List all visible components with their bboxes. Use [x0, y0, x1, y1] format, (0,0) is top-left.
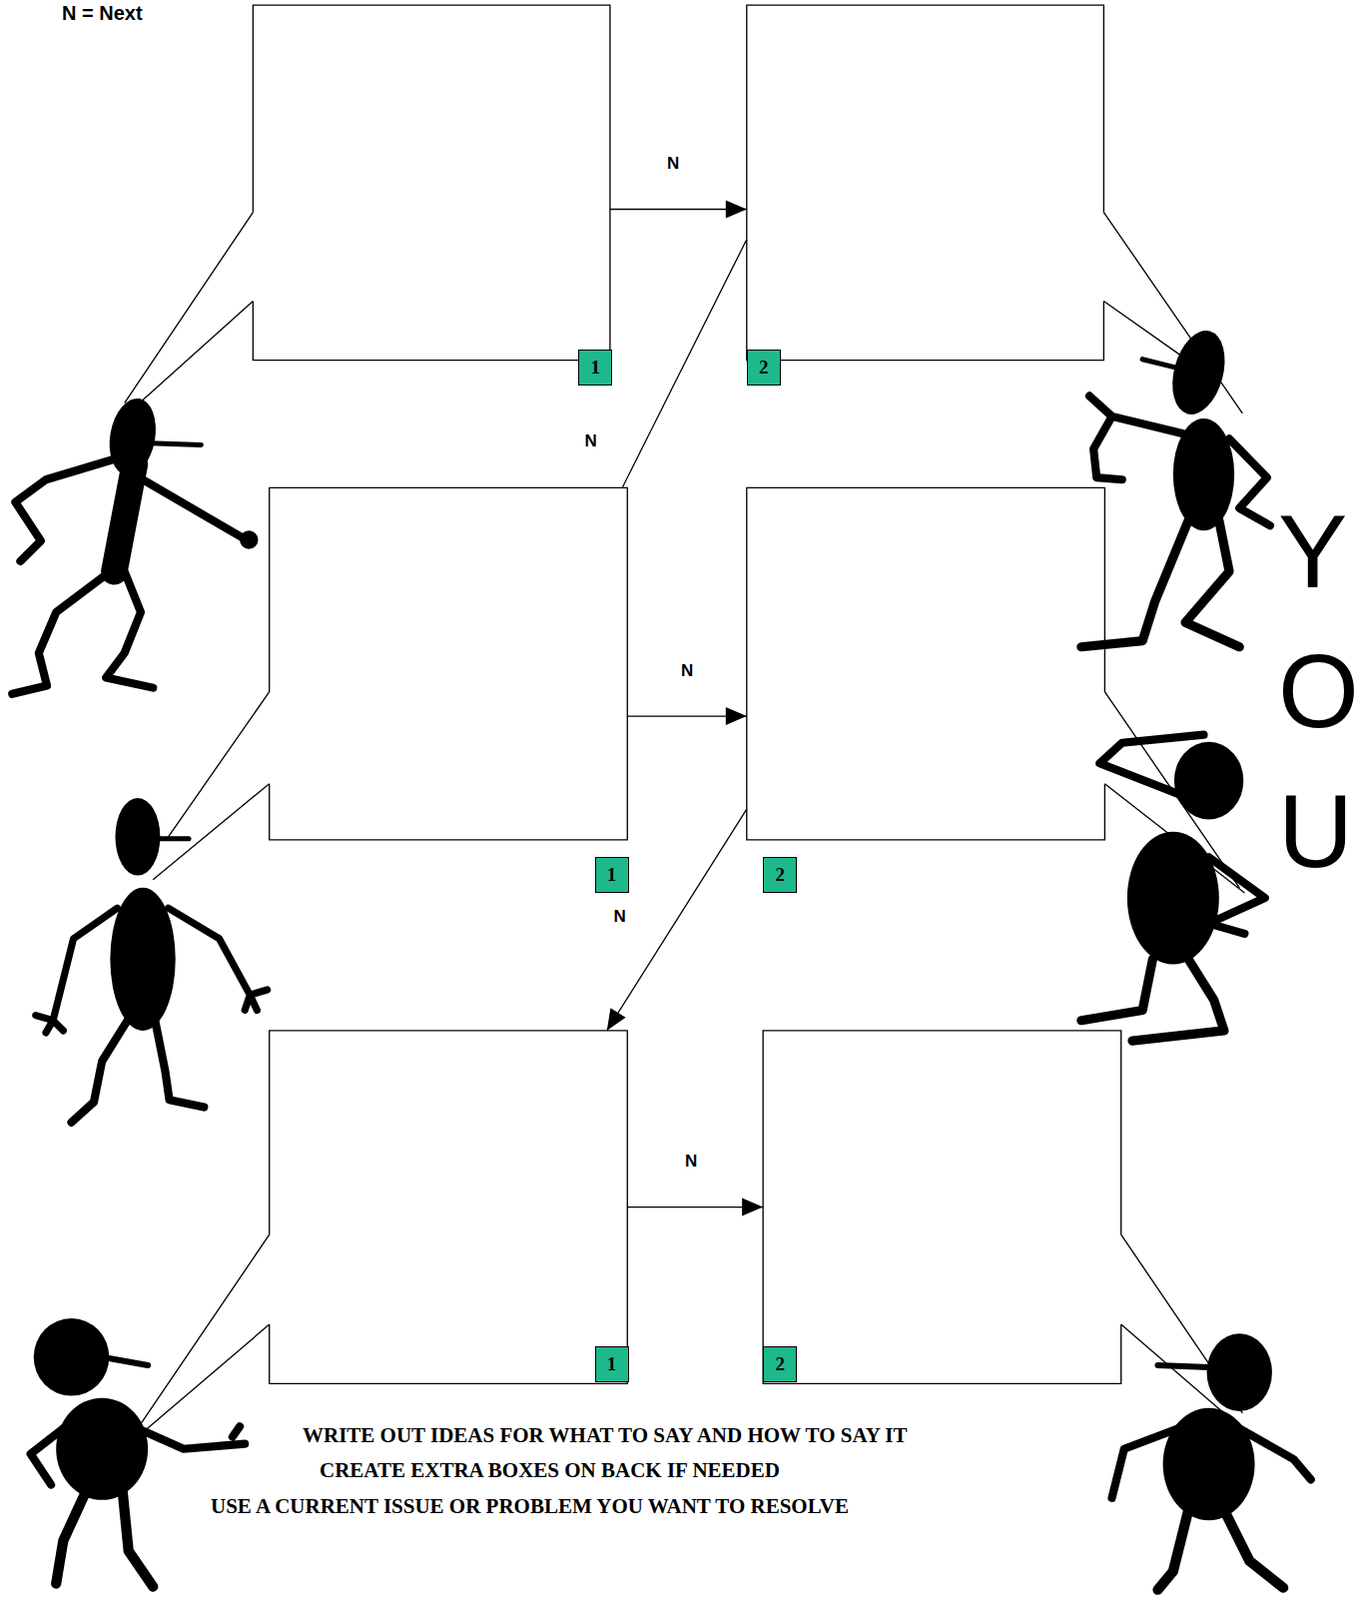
- speech-box: 2: [746, 487, 1106, 839]
- callout-number: 2: [746, 349, 781, 386]
- connector-label: N: [683, 1151, 699, 1171]
- arrowhead: [741, 1198, 763, 1217]
- next-connector: [622, 239, 747, 489]
- next-connector: [610, 200, 747, 219]
- instruction-text: USE A CURRENT ISSUE OR PROBLEM YOU WANT …: [210, 1493, 849, 1518]
- callout-number: 1: [595, 856, 630, 893]
- speech-box: 2: [746, 4, 1105, 361]
- connector-label: N: [582, 431, 599, 451]
- callout-number: 1: [595, 1346, 630, 1382]
- next-connector: [627, 706, 747, 725]
- arrowhead: [607, 1007, 627, 1031]
- instruction-text: WRITE OUT IDEAS FOR WHAT TO SAY AND HOW …: [302, 1422, 908, 1447]
- callout-number: 1: [578, 349, 613, 386]
- speech-box: 1: [269, 1030, 629, 1383]
- you-vertical-text: YOU: [1278, 481, 1362, 901]
- arrowhead: [725, 200, 747, 219]
- callout-number: 2: [762, 1346, 797, 1382]
- connector-line: [607, 808, 747, 1031]
- stick-figure: [35, 797, 268, 1123]
- speech-box: 1: [252, 4, 611, 361]
- connector-label: N: [665, 153, 682, 173]
- speech-bubbles: [124, 4, 1246, 1438]
- arrowhead: [725, 706, 747, 725]
- callout-number: 2: [762, 856, 797, 893]
- legend-note: N = Next: [61, 1, 143, 24]
- speech-box: 2: [762, 1030, 1122, 1383]
- stick-figure: [1081, 324, 1271, 648]
- stick-figure: [30, 1318, 246, 1587]
- instruction-text: CREATE EXTRA BOXES ON BACK IF NEEDED: [319, 1457, 780, 1482]
- stick-figure: [11, 394, 258, 694]
- speech-bubble-outline: [762, 1030, 1243, 1413]
- speech-bubble-outline: [152, 487, 628, 879]
- speech-bubble-outline: [746, 4, 1243, 414]
- speech-bubble-outline: [130, 1030, 629, 1439]
- connector-label: N: [679, 661, 695, 681]
- speech-bubble-outline: [124, 4, 611, 403]
- speech-box: 1: [269, 487, 629, 839]
- stick-figures: [11, 324, 1311, 1590]
- connector-line: [622, 239, 747, 489]
- connector-label: N: [611, 906, 628, 926]
- stick-figure: [1081, 734, 1266, 1041]
- next-connector: [607, 808, 747, 1031]
- stick-figure: [1112, 1333, 1312, 1589]
- next-connector: [627, 1198, 763, 1217]
